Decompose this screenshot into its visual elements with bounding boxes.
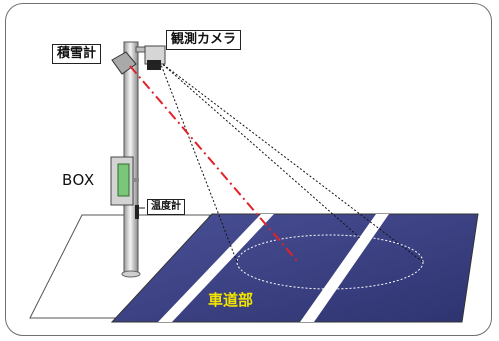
- lane-stripe-right: [300, 214, 389, 322]
- pole-base: [121, 270, 141, 278]
- thermometer-label: 温度計: [147, 199, 185, 215]
- thermometer-probe-icon: [135, 205, 139, 219]
- camera-fov-line: [159, 61, 424, 263]
- camera-fov-line: [159, 61, 361, 239]
- box-label: BOX: [62, 171, 95, 189]
- laser-beam: [129, 65, 299, 263]
- camera-lens-icon: [147, 60, 161, 70]
- control-box-bracket: [133, 178, 139, 182]
- measurement-area: [236, 234, 424, 290]
- lane-stripe-left: [158, 214, 274, 322]
- control-box-panel: [117, 163, 130, 197]
- snow-gauge-sensor-icon: [111, 51, 137, 75]
- snow-gauge-label: 積雪計: [52, 44, 102, 64]
- camera-label: 観測カメラ: [166, 30, 242, 50]
- roadway-label: 車道部: [208, 291, 254, 309]
